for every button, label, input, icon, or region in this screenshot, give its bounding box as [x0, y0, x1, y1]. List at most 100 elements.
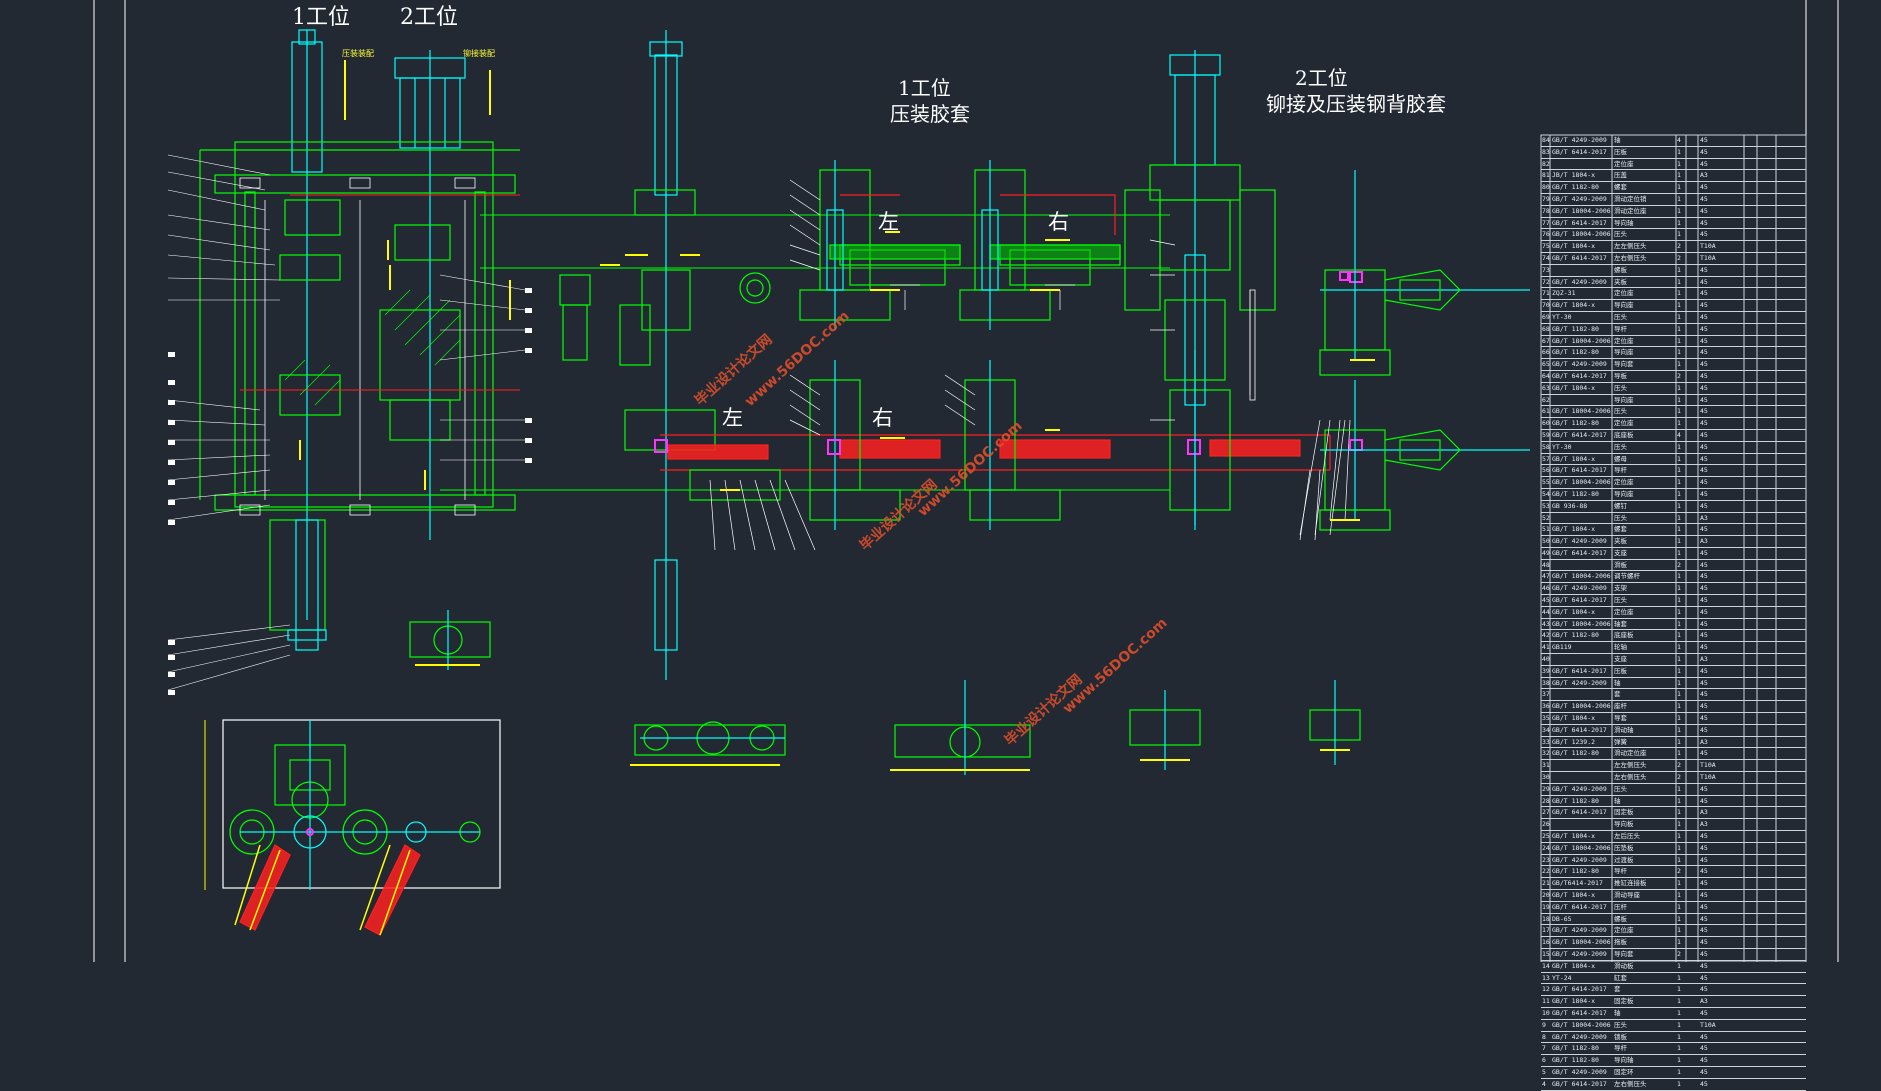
bom-cell-no: 55 [1542, 478, 1550, 487]
bom-cell-mat: 45 [1700, 867, 1708, 876]
bom-cell-no: 20 [1542, 891, 1550, 899]
bom-cell-qty: 1 [1677, 383, 1681, 392]
station2-title-line1: 2工位 [1295, 66, 1348, 90]
bom-cell-no: 24 [1542, 843, 1550, 852]
bom-cell-no: 36 [1542, 702, 1550, 711]
bom-cell-std: GB/T 1804-x [1552, 891, 1596, 899]
bom-cell-mat: 45 [1700, 619, 1708, 628]
bom-cell-std: GB/T 18004-2006 [1552, 407, 1611, 416]
bom-cell-no: 9 [1542, 1020, 1546, 1029]
bom-cell-mat: A3 [1700, 820, 1708, 829]
bom-cell-no: 72 [1542, 277, 1550, 286]
bom-cell-mat: 45 [1700, 1008, 1708, 1017]
bom-cell-mat: A3 [1700, 513, 1708, 522]
bom-cell-qty: 1 [1677, 301, 1681, 310]
bom-cell-mat: 45 [1700, 466, 1708, 475]
bom-cell-qty: 4 [1677, 136, 1681, 144]
bom-cell-no: 4 [1542, 1079, 1546, 1088]
bom-cell-std: GB/T 18004-2006 [1552, 336, 1611, 345]
bom-cell-std: GB/T 6414-2017 [1552, 1079, 1607, 1088]
bom-cell-qty: 1 [1677, 749, 1681, 758]
bom-cell-std: GB/T 1804-x [1552, 961, 1596, 970]
bom-cell-mat: 45 [1700, 194, 1708, 203]
bom-cell-qty: 1 [1677, 985, 1681, 994]
bom-cell-name: 压垫板 [1614, 843, 1634, 852]
bom-cell-name: 拖板 [1614, 938, 1627, 947]
bom-cell-qty: 1 [1677, 218, 1681, 227]
bom-cell-no: 7 [1542, 1044, 1546, 1053]
bom-cell-no: 35 [1542, 714, 1550, 723]
lower-right-label: 右 [872, 406, 893, 430]
bom-cell-std: YT-24 [1552, 973, 1572, 982]
bom-cell-name: 定位座 [1614, 336, 1634, 345]
bom-cell-qty: 2 [1677, 560, 1681, 569]
bom-cell-std: YT-30 [1552, 442, 1572, 451]
bom-cell-mat: T10A [1700, 242, 1716, 251]
bom-cell-std: GB/T 1182-80 [1552, 796, 1599, 805]
bom-cell-no: 80 [1542, 183, 1550, 192]
bom-cell-qty: 1 [1677, 147, 1681, 156]
bom-cell-name: 导板 [1614, 371, 1627, 380]
bom-cell-std: GB/T 1182-80 [1552, 631, 1599, 640]
bom-cell-no: 16 [1542, 938, 1550, 947]
bom-cell-mat: 45 [1700, 501, 1708, 510]
bom-cell-qty: 1 [1677, 737, 1681, 746]
bom-cell-mat: 45 [1700, 938, 1708, 947]
bom-cell-mat: 45 [1700, 702, 1708, 711]
bom-cell-mat: 45 [1700, 749, 1708, 758]
bom-cell-no: 46 [1542, 584, 1550, 593]
bom-cell-qty: 1 [1677, 348, 1681, 357]
bom-cell-mat: 45 [1700, 289, 1708, 298]
bom-cell-mat: 45 [1700, 690, 1708, 699]
bom-cell-std: GB/T 1182-80 [1552, 867, 1599, 876]
bom-cell-qty: 1 [1677, 784, 1681, 793]
bom-cell-std: YT-30 [1552, 312, 1572, 321]
station2-top-label: 2工位 [400, 5, 458, 30]
bom-cell-qty: 1 [1677, 631, 1681, 640]
bom-cell-std: GB/T 1182-80 [1552, 419, 1599, 428]
bom-cell-name: 压头 [1614, 513, 1627, 522]
bom-cell-qty: 1 [1677, 619, 1681, 628]
bom-cell-qty: 1 [1677, 572, 1681, 581]
bom-cell-std: GB/T 18004-2006 [1552, 478, 1611, 487]
bom-cell-no: 41 [1542, 643, 1550, 652]
bom-cell-no: 48 [1542, 560, 1550, 569]
bom-cell-std: GB/T 6414-2017 [1552, 1008, 1607, 1017]
bom-cell-qty: 1 [1677, 1067, 1681, 1076]
bom-cell-qty: 1 [1677, 843, 1681, 852]
bom-cell-qty: 1 [1677, 820, 1681, 829]
bom-cell-name: 螺板 [1614, 914, 1627, 923]
bom-cell-name: 轴套 [1614, 619, 1627, 628]
bom-cell-mat: 45 [1700, 324, 1708, 333]
bom-cell-std: ZQZ-31 [1552, 289, 1576, 298]
station1-lower-row [654, 271, 1363, 551]
bom-cell-mat: 45 [1700, 136, 1708, 144]
bom-cell-qty: 1 [1677, 419, 1681, 428]
bom-cell-name: 压盖 [1614, 171, 1627, 180]
left-machine-assembly [167, 29, 532, 695]
